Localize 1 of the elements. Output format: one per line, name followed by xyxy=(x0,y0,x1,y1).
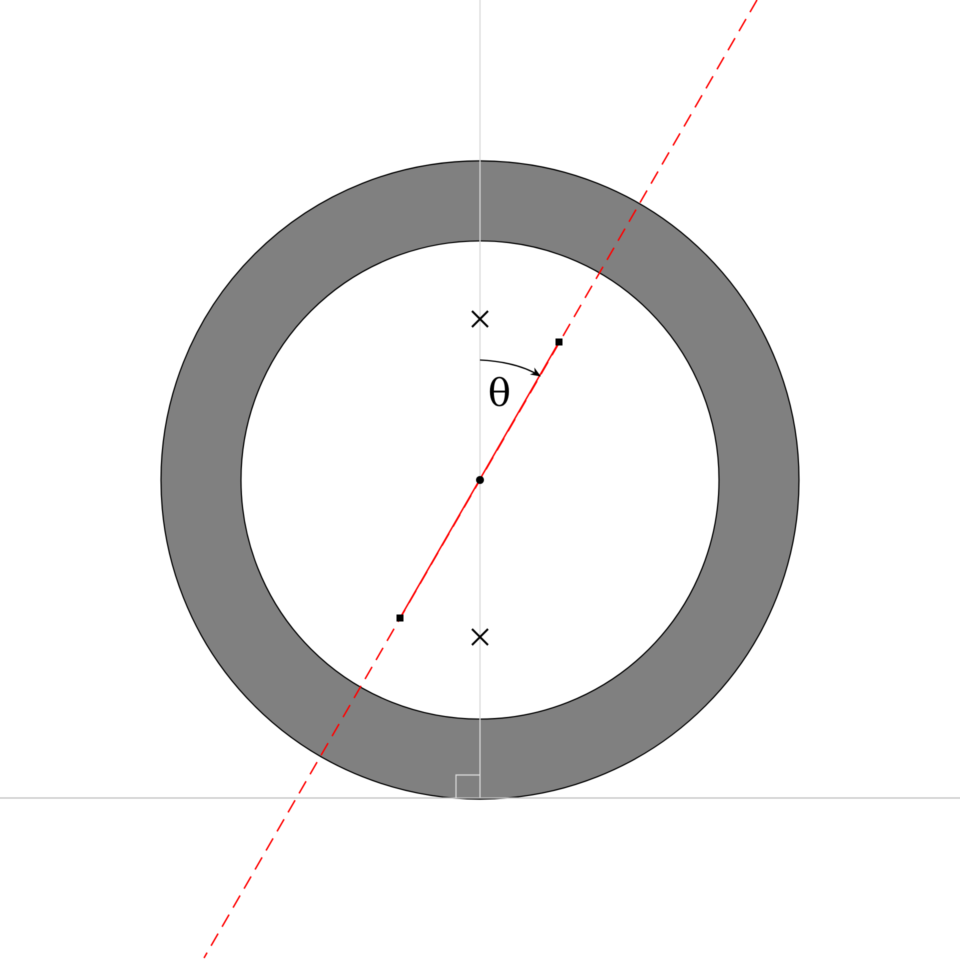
angle-label: θ xyxy=(488,374,511,412)
